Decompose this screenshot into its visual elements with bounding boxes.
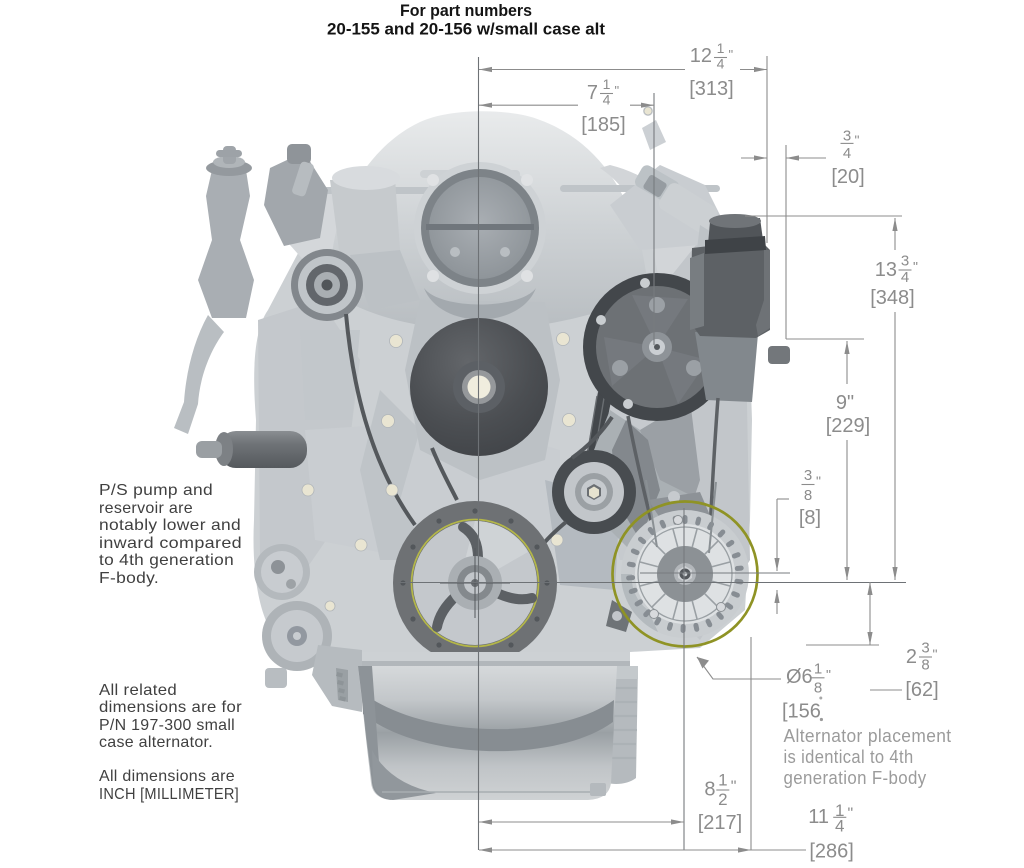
svg-text:": " — [729, 47, 734, 62]
svg-text:3: 3 — [901, 253, 909, 270]
svg-text:11: 11 — [808, 806, 829, 828]
svg-text:1: 1 — [814, 661, 822, 678]
svg-text:": " — [826, 667, 831, 683]
svg-text:notably lower and: notably lower and — [99, 517, 241, 534]
svg-text:[217]: [217] — [698, 812, 742, 834]
svg-text:generation F-body: generation F-body — [784, 768, 927, 788]
svg-text:[8]: [8] — [799, 507, 821, 529]
svg-text:[229]: [229] — [826, 415, 870, 437]
svg-text:F-body.: F-body. — [99, 570, 159, 587]
svg-text:Ø6: Ø6 — [786, 666, 813, 688]
svg-text:": " — [615, 83, 620, 98]
svg-text:All related: All related — [99, 682, 177, 699]
svg-text:4: 4 — [717, 56, 725, 72]
svg-text:[62]: [62] — [905, 679, 938, 701]
svg-text:is identical to 4th: is identical to 4th — [784, 747, 914, 767]
svg-text:P/N 197-300 small: P/N 197-300 small — [99, 717, 235, 734]
svg-text:": " — [816, 473, 821, 489]
svg-text:[313]: [313] — [689, 78, 733, 100]
svg-text:4: 4 — [843, 145, 851, 162]
svg-text:3: 3 — [804, 467, 812, 484]
svg-text:3: 3 — [921, 640, 929, 657]
svg-text:1: 1 — [717, 40, 725, 56]
svg-text:1: 1 — [835, 801, 844, 820]
svg-text:reservoir are: reservoir are — [99, 500, 193, 517]
svg-text:4: 4 — [603, 92, 611, 108]
svg-text:20-155 and 20-156 w/small case: 20-155 and 20-156 w/small case alt — [327, 20, 605, 39]
svg-text:1: 1 — [718, 771, 727, 790]
svg-text:1: 1 — [603, 76, 611, 92]
svg-text:": " — [855, 132, 860, 148]
svg-text:For part numbers: For part numbers — [400, 1, 532, 20]
svg-text:": " — [848, 806, 854, 823]
svg-text:[185]: [185] — [581, 114, 625, 136]
svg-text:INCH [MILLIMETER]: INCH [MILLIMETER] — [99, 786, 239, 803]
svg-text:4: 4 — [901, 269, 909, 286]
svg-text:[20]: [20] — [831, 166, 864, 188]
svg-text:Alternator placement: Alternator placement — [784, 726, 952, 746]
svg-text:9": 9" — [836, 392, 854, 414]
svg-text:": " — [731, 779, 737, 796]
svg-text:3: 3 — [843, 128, 851, 145]
svg-text:7: 7 — [587, 82, 598, 104]
svg-text:All dimensions are: All dimensions are — [99, 768, 235, 785]
svg-text:": " — [933, 646, 938, 662]
svg-text:[348]: [348] — [870, 287, 914, 309]
svg-text:8: 8 — [804, 487, 812, 504]
svg-text:[156: [156 — [782, 701, 821, 723]
svg-text:12: 12 — [690, 45, 712, 67]
svg-text:4: 4 — [835, 817, 844, 836]
svg-text:8: 8 — [814, 680, 822, 697]
svg-text:8: 8 — [921, 657, 929, 674]
svg-text:8: 8 — [704, 779, 715, 801]
svg-text:2: 2 — [718, 790, 727, 809]
svg-text:P/S pump and: P/S pump and — [99, 482, 213, 499]
svg-text:13: 13 — [875, 259, 897, 281]
svg-text:dimensions are for: dimensions are for — [99, 699, 242, 716]
svg-text:": " — [913, 259, 918, 275]
svg-text:case alternator.: case alternator. — [99, 734, 213, 751]
svg-text:to 4th generation: to 4th generation — [99, 552, 234, 569]
svg-text:inward compared: inward compared — [99, 535, 242, 552]
svg-text:[286]: [286] — [809, 841, 853, 863]
svg-text:2: 2 — [906, 646, 917, 668]
